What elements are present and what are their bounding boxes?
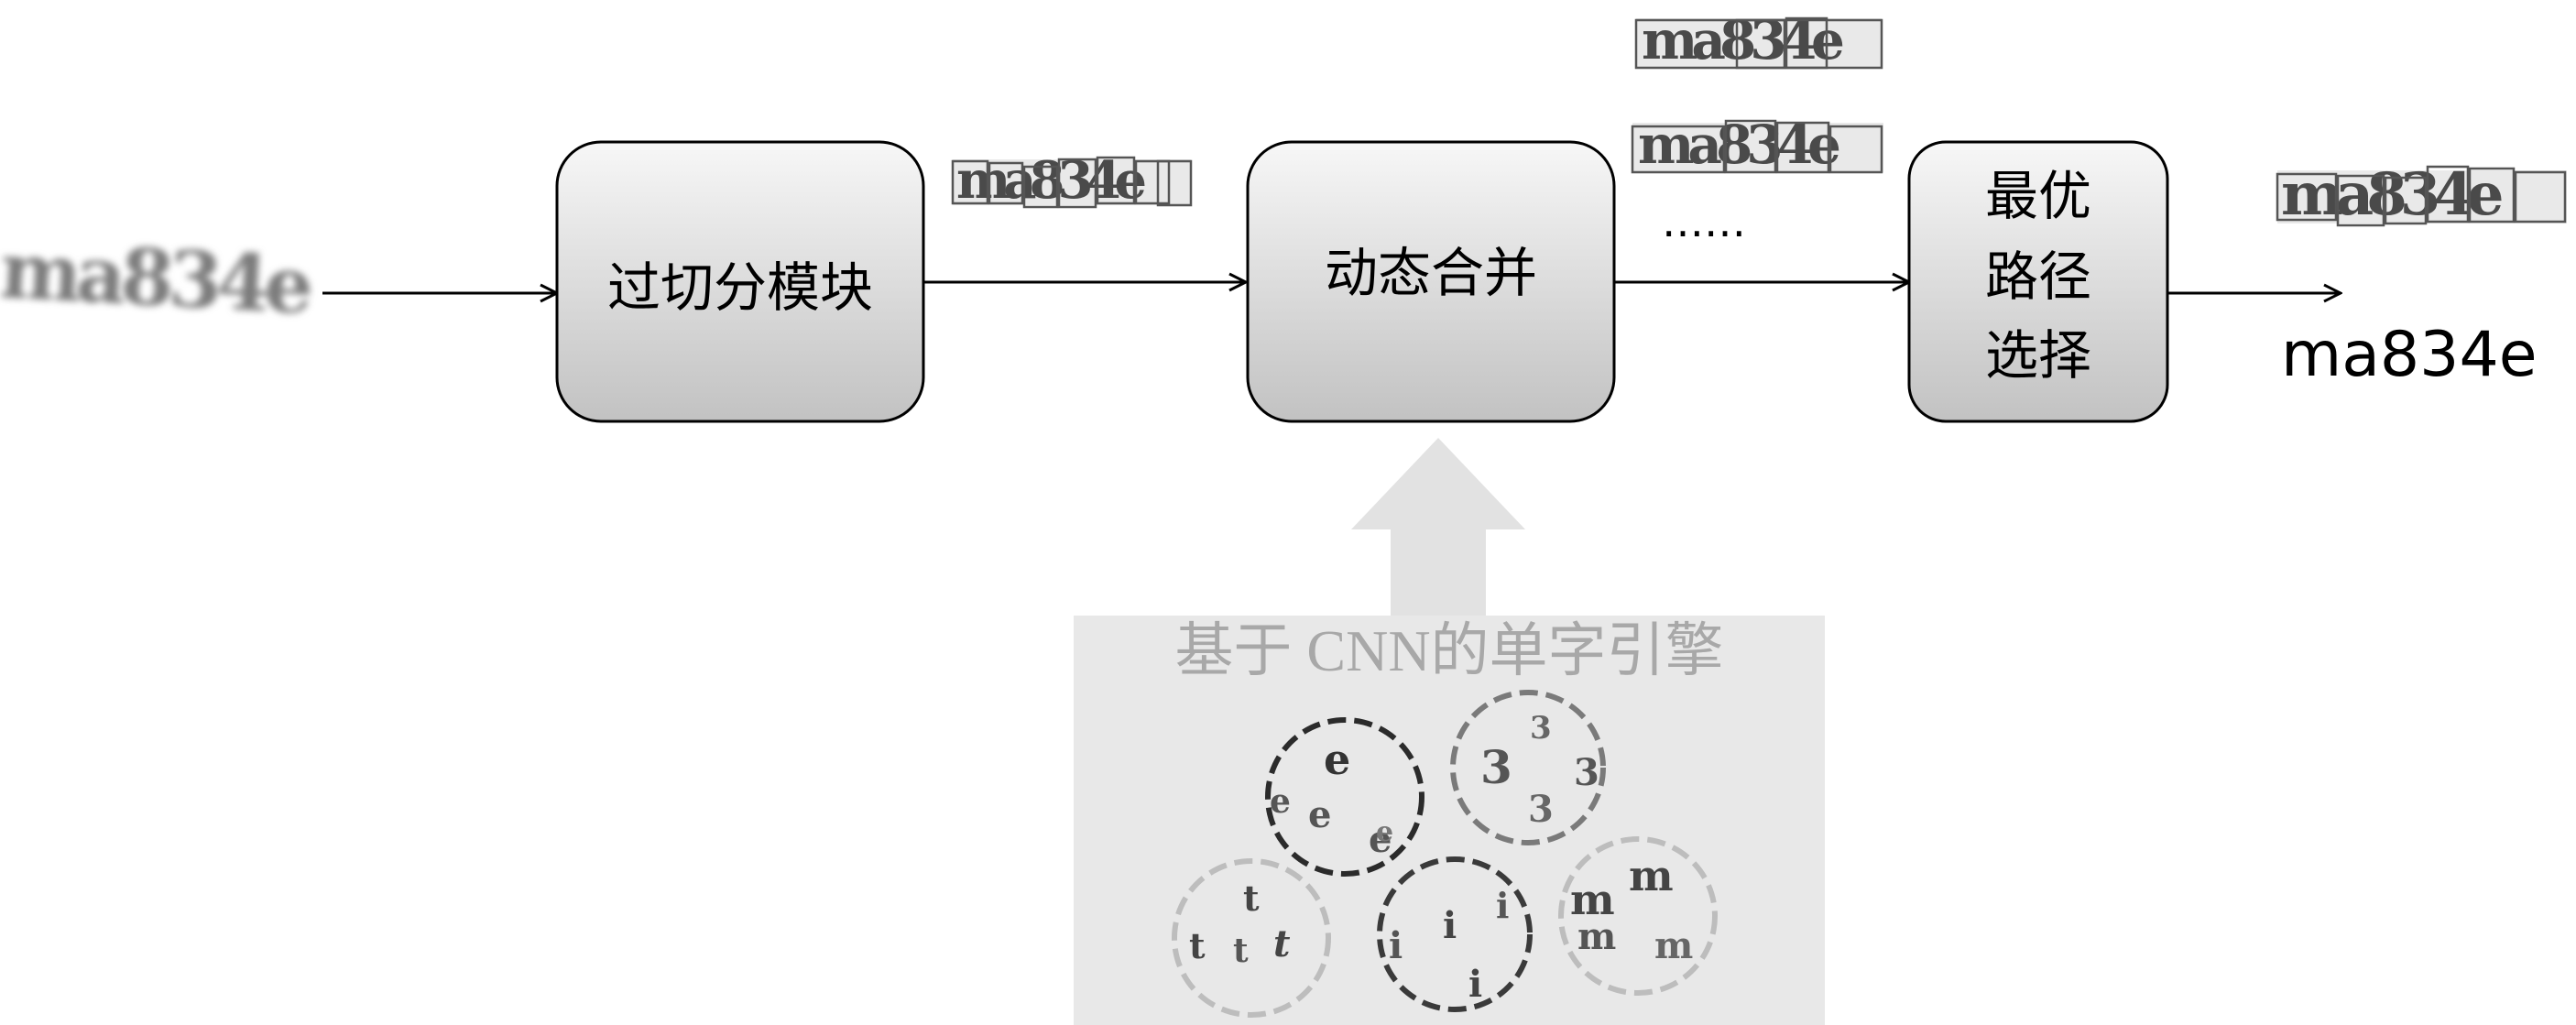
cluster-m-glyph: m (1570, 875, 1615, 924)
cluster-e-glyph: e (1324, 735, 1350, 784)
input-captcha-image: ma834e (0, 224, 312, 332)
cluster-e-glyph: e (1308, 793, 1331, 836)
merge-candidate-2-text: ma834e (1638, 114, 1839, 176)
best-path-label-line-2: 路径 (1985, 245, 2091, 308)
result-captcha-strip: ma834e (2276, 160, 2567, 229)
best-path-box: 最优 路径 选择 (1907, 140, 2169, 423)
cluster-3-glyph: 3 (1480, 740, 1512, 794)
merge-candidate-2: ma834e (1631, 114, 1883, 176)
segmented-captcha-strip: ma834e (951, 150, 1193, 211)
cluster-i-glyph: i (1443, 904, 1457, 947)
cluster-e: e e e e e (1265, 717, 1424, 877)
cluster-t-glyph: t (1273, 922, 1291, 965)
engine-up-arrow (1351, 438, 1525, 616)
cluster-3-glyph: 3 (1574, 751, 1599, 794)
cluster-m-glyph: m (1629, 851, 1674, 900)
best-path-label-line-1: 最优 (1985, 165, 2091, 227)
cluster-m: m m m m (1558, 836, 1718, 996)
result-captcha-text: ma834e (2281, 160, 2502, 229)
dynamic-merge-label: 动态合并 (1325, 242, 1537, 304)
cluster-t-glyph: t (1243, 878, 1260, 919)
engine-panel (1074, 616, 1825, 1025)
cluster-3-glyph: 3 (1530, 710, 1552, 747)
cluster-i-glyph: i (1496, 885, 1509, 926)
best-path-label-line-3: 选择 (1985, 324, 2091, 387)
output-text: ma834e (2281, 319, 2538, 391)
cluster-3-glyph: 3 (1528, 788, 1554, 831)
over-segmentation-box: 过切分模块 (555, 140, 925, 423)
cluster-t: t t t t (1172, 858, 1331, 1018)
cluster-t-glyph: t (1189, 925, 1206, 966)
cluster-m-glyph: m (1577, 915, 1616, 958)
cluster-e-glyph: e (1376, 816, 1393, 848)
cluster-i: i i i i (1377, 856, 1533, 1012)
ellipsis: …… (1662, 197, 1746, 246)
cluster-i-glyph: i (1468, 963, 1482, 1006)
cluster-m-glyph: m (1654, 924, 1693, 967)
cluster-t-glyph: t (1233, 932, 1249, 970)
engine-label: 基于 CNN的单字引擎 (1174, 618, 1723, 683)
cluster-e-glyph: e (1369, 818, 1392, 861)
dynamic-merge-box: 动态合并 (1246, 140, 1616, 423)
over-segmentation-label: 过切分模块 (607, 256, 873, 319)
cluster-3: 3 3 3 3 (1450, 690, 1606, 845)
segmented-captcha-text: ma834e (956, 150, 1145, 211)
merge-candidate-1: ma834e (1634, 9, 1883, 71)
cluster-i-glyph: i (1389, 924, 1403, 967)
cluster-e-glyph: e (1270, 782, 1291, 821)
